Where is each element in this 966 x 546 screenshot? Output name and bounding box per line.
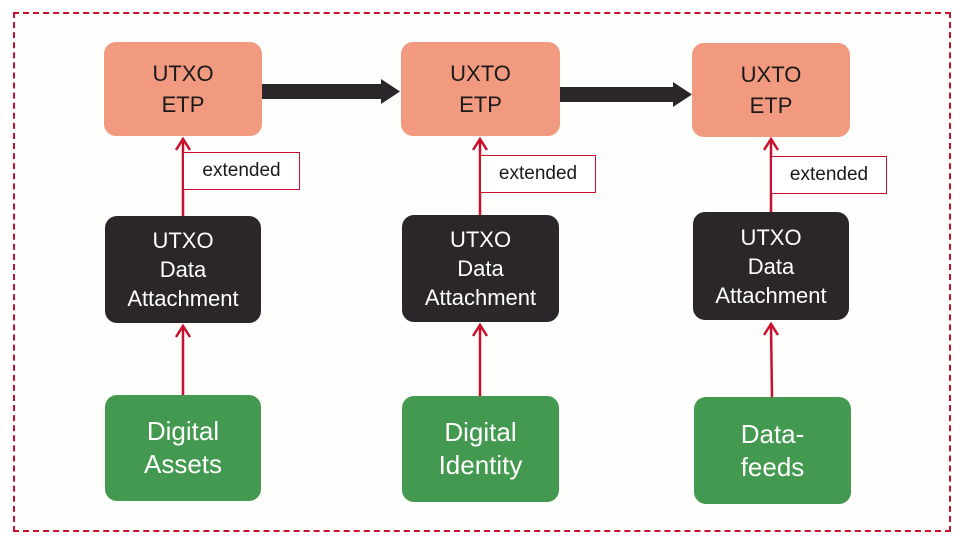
attachment-box-1: UTXO Data Attachment — [105, 216, 261, 323]
source-box-data-feeds: Data- feeds — [694, 397, 851, 504]
source-line-2: Assets — [143, 449, 223, 479]
etp-box-2: UXTO ETP — [401, 42, 560, 136]
attachment-line-1: UTXO — [152, 228, 214, 253]
etp-line-1: UTXO — [152, 61, 214, 86]
source-line-2: feeds — [740, 451, 805, 482]
feeds-arrow-col2 — [471, 322, 489, 396]
etp-line-2: ETP — [161, 92, 205, 117]
attachment-line-1: UTXO — [449, 227, 512, 252]
source-line-2: Identity — [438, 450, 523, 480]
attachment-box-2: UTXO Data Attachment — [402, 215, 559, 322]
etp-box-3: UXTO ETP — [692, 43, 850, 137]
attachment-line-3: Attachment — [127, 286, 239, 311]
extended-text: extended — [202, 160, 281, 181]
flow-arrow-1 — [262, 79, 400, 104]
attachment-line-2: Data — [159, 257, 207, 282]
flow-arrow-2 — [560, 82, 692, 107]
feeds-arrow-col1 — [174, 323, 192, 395]
extended-label-3: extended — [771, 156, 887, 194]
extended-text: extended — [789, 164, 869, 185]
extended-text: extended — [498, 163, 578, 184]
etp-box-1: UTXO ETP — [104, 42, 262, 136]
source-box-digital-identity: Digital Identity — [402, 396, 559, 502]
source-line-1: Digital — [444, 417, 517, 447]
attachment-line-2: Data — [747, 253, 795, 279]
etp-line-1: UXTO — [450, 61, 511, 86]
etp-line-2: ETP — [459, 92, 502, 117]
extended-label-1: extended — [183, 152, 300, 190]
attachment-line-3: Attachment — [424, 285, 537, 310]
attachment-line-1: UTXO — [740, 224, 802, 250]
extended-label-2: extended — [480, 155, 596, 193]
etp-line-1: UXTO — [740, 62, 802, 87]
attachment-line-2: Data — [457, 256, 504, 281]
source-line-1: Digital — [146, 416, 220, 446]
feeds-arrow-col3 — [762, 321, 780, 398]
attachment-line-3: Attachment — [715, 282, 827, 308]
etp-line-2: ETP — [749, 93, 793, 118]
source-box-digital-assets: Digital Assets — [105, 395, 261, 501]
attachment-box-3: UTXO Data Attachment — [693, 212, 849, 320]
source-line-1: Data- — [740, 418, 805, 449]
